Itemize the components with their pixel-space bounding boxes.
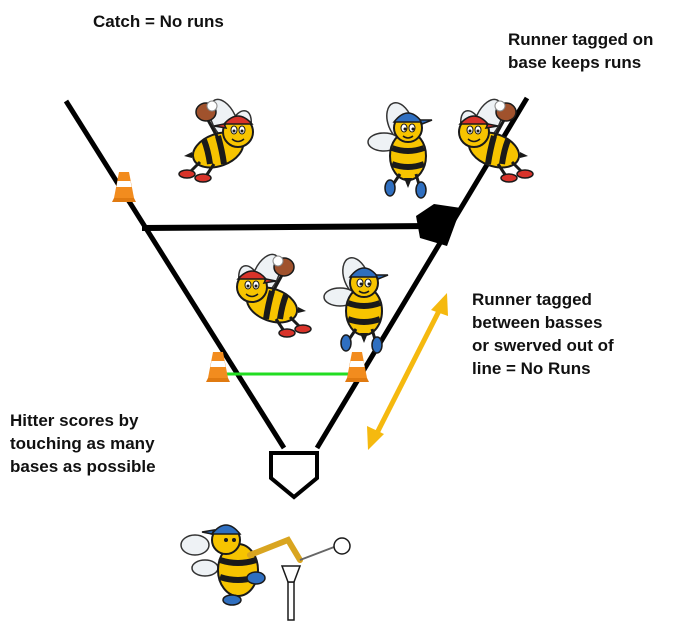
bee-batter [180, 524, 303, 606]
base-line [141, 223, 433, 231]
bee-runner-middle [324, 254, 388, 353]
double-headed-arrow-icon [367, 293, 448, 450]
bee-fielder-top-left [179, 95, 256, 182]
batting-tee-icon [280, 543, 343, 621]
foul-line-left [63, 99, 287, 450]
label-runner-tagged-between-bases: Runner tagged between basses or swerved … [472, 290, 614, 378]
bee-runner-top-right [368, 99, 432, 198]
label-catch-no-runs: Catch = No runs [93, 12, 224, 31]
baseball-icon [333, 537, 351, 555]
base-plate-icon [416, 204, 461, 246]
bee-fielder-middle [234, 250, 311, 337]
label-hitter-scores: Hitter scores by touching as many bases … [10, 411, 156, 476]
home-plate-icon [269, 451, 319, 500]
label-runner-tagged-on-base: Runner tagged on base keeps runs [508, 30, 654, 72]
